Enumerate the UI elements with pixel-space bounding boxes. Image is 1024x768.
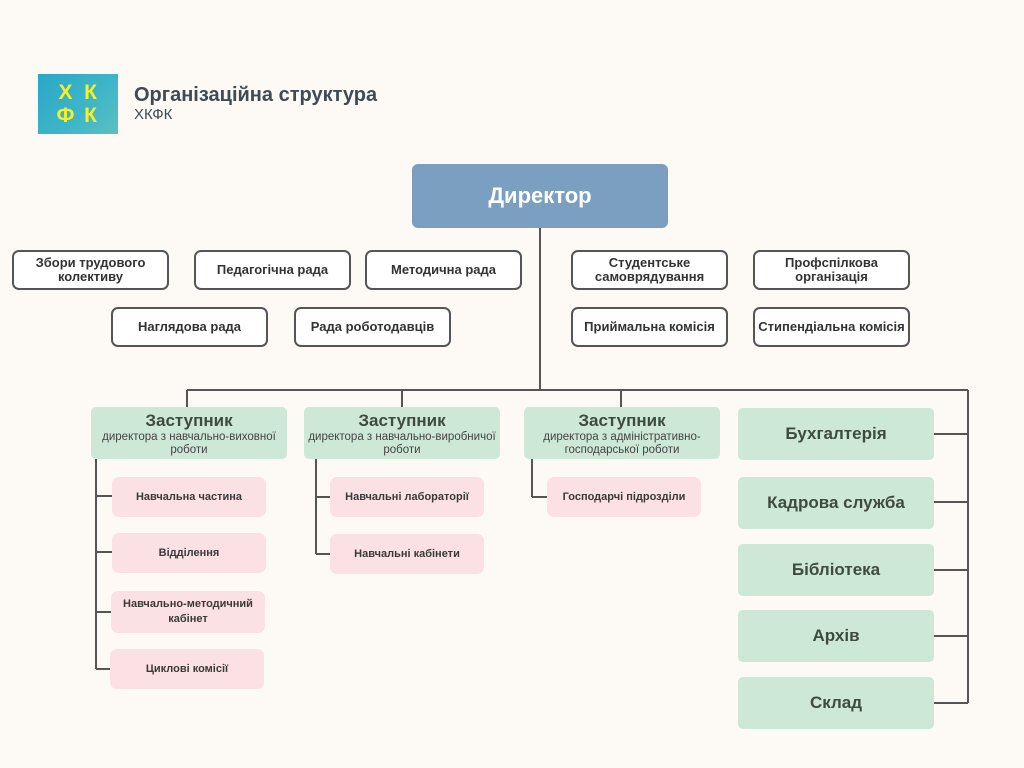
deputy-role: директора з навчально-виробничої роботи [308,431,496,456]
service-box: Склад [738,677,934,729]
deputy-title: Заступник [578,411,666,430]
director-box: Директор [412,164,668,228]
unit-box: Навчальні лабораторії [330,477,484,517]
deputy-role: директора з навчально-виховної роботи [102,431,276,456]
logo-letter: Х [58,81,73,104]
unit-box: Господарчі підрозділи [547,477,701,517]
unit-box: Навчальна частина [112,477,266,517]
service-box: Архів [738,610,934,662]
service-box: Бухгалтерія [738,408,934,460]
council-box: Рада роботодавців [294,307,451,347]
logo-letter: К [84,104,97,127]
council-box: Профспілкова організація [753,250,910,290]
unit-box: Навчально-методичний кабінет [111,591,265,633]
council-box: Студентське самоврядування [571,250,728,290]
unit-box: Циклові комісії [110,649,264,689]
council-box: Збори трудового колективу [12,250,169,290]
deputy-box: Заступник директора з навчально-виробнич… [304,407,500,459]
deputy-box: Заступник директора з адміністративно-го… [524,407,720,459]
council-box: Наглядова рада [111,307,268,347]
deputy-role: директора з адміністративно-господарсько… [543,431,701,456]
deputy-box: Заступник директора з навчально-виховної… [91,407,287,459]
logo-letter: К [84,81,97,104]
council-box: Стипендіальна комісія [753,307,910,347]
deputy-title: Заступник [358,411,446,430]
unit-box: Навчальні кабінети [330,534,484,574]
council-box: Педагогічна рада [194,250,351,290]
page-subtitle: ХКФК [134,106,173,123]
unit-box: Відділення [112,533,266,573]
council-box: Приймальна комісія [571,307,728,347]
deputy-title: Заступник [145,411,233,430]
college-logo: Х К Ф К [38,74,118,134]
page-title: Організаційна структура [134,84,378,106]
logo-letter: Ф [56,104,75,127]
service-box: Бібліотека [738,544,934,596]
council-box: Методична рада [365,250,522,290]
service-box: Кадрова служба [738,477,934,529]
